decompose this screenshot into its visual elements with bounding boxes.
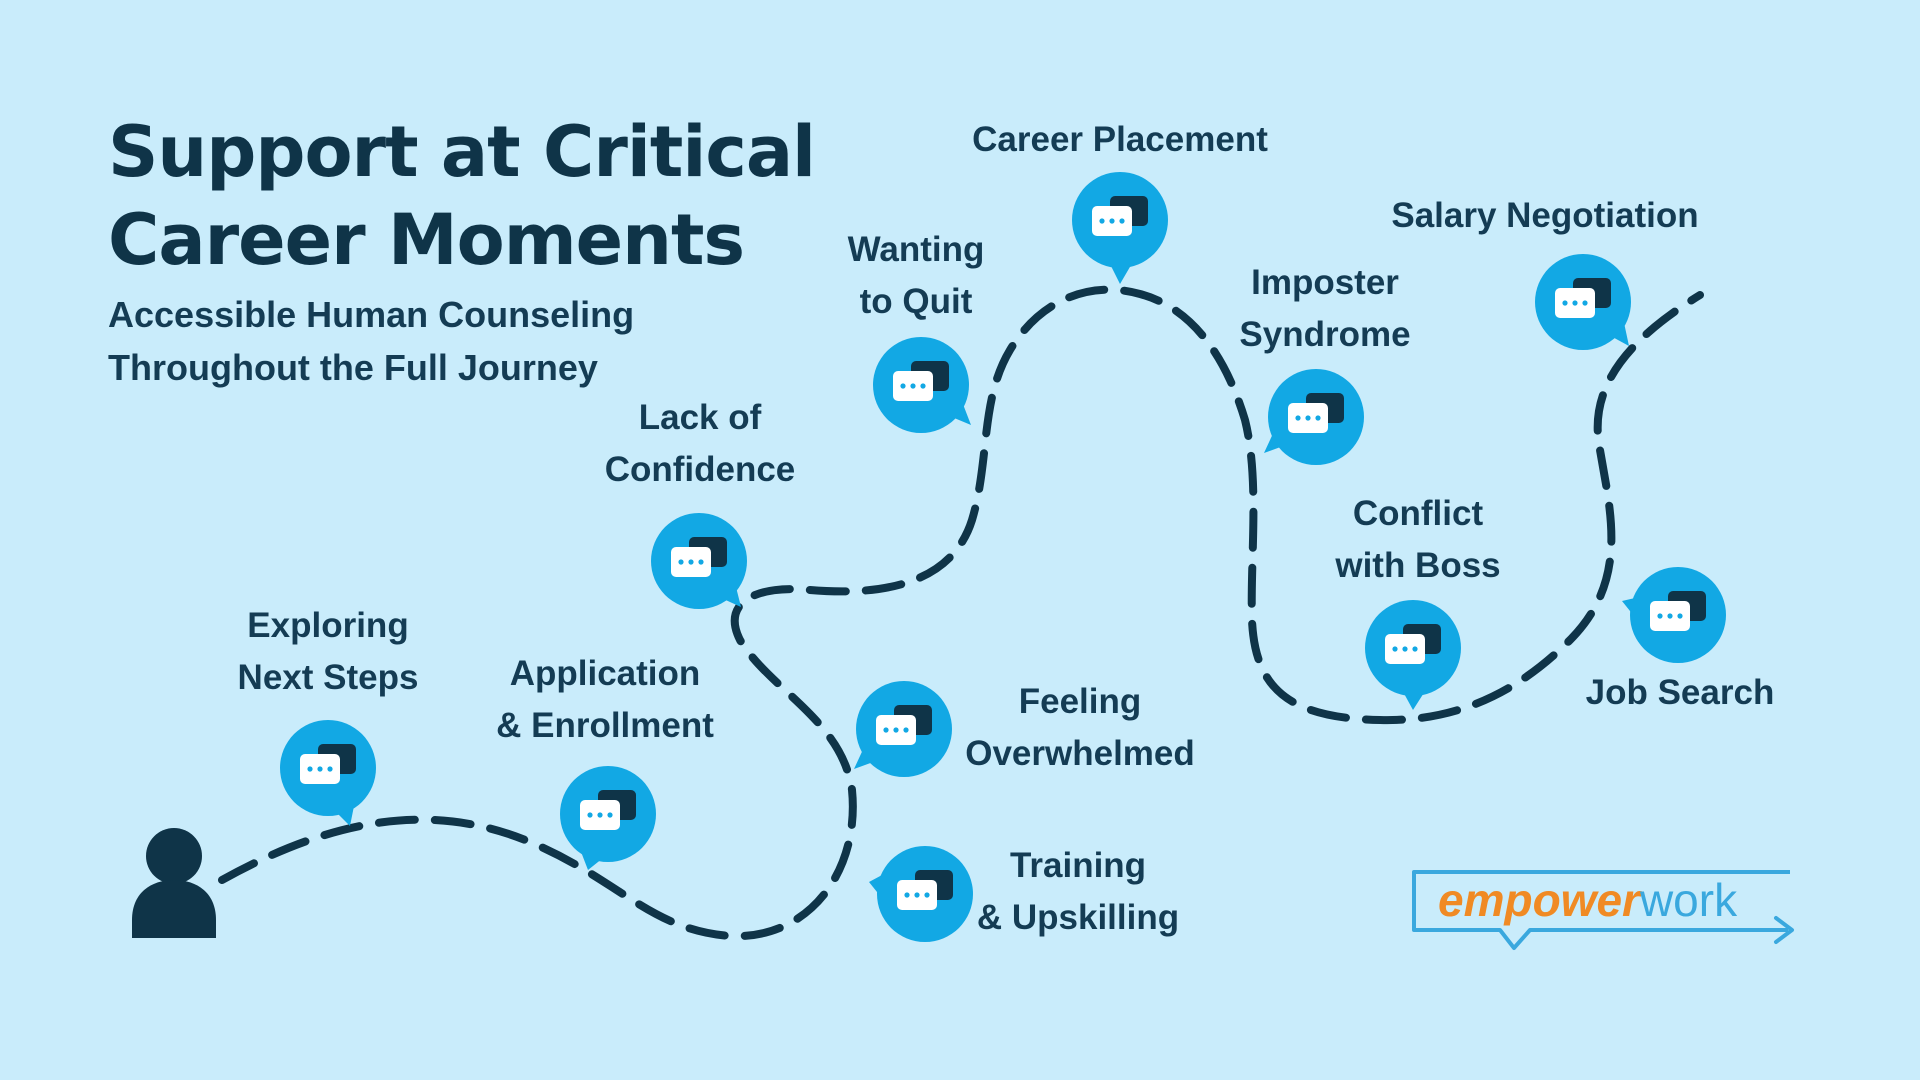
title-line-1: Support at Critical [108,111,816,193]
subtitle-line-1: Accessible Human Counseling [108,294,635,335]
label-placement: Career Placement [972,120,1268,159]
logo-part-1: empower [1438,874,1640,926]
bubble-quit [873,337,971,433]
journey-path-1 [218,285,1704,941]
label-application: Application& Enrollment [496,654,714,745]
bubble-salary [1535,254,1631,350]
bubble-imposter [1264,369,1364,465]
logo-part-2: work [1639,874,1738,926]
bubble-application [560,766,656,870]
bubble-training [869,846,973,942]
logo-outline [1412,870,1794,950]
bubble-conflict [1365,600,1461,710]
label-training: Training& Upskilling [976,846,1180,937]
label-job-search: Job Search [1585,673,1775,712]
subtitle-line-2: Throughout the Full Journey [108,347,598,388]
page-title: Support at Critical Career Moments [108,108,816,284]
bubble-job-search [1622,567,1726,663]
label-salary: Salary Negotiation [1391,196,1699,235]
bubble-placement [1072,172,1168,284]
bubble-overwhelmed [854,681,952,777]
page-subtitle: Accessible Human Counseling Throughout t… [108,288,634,394]
brand-logo: empowerwork [1438,872,1737,928]
person-icon [132,828,216,938]
title-line-2: Career Moments [108,199,745,281]
bubble-exploring [280,720,376,826]
bubble-confidence [651,513,747,609]
